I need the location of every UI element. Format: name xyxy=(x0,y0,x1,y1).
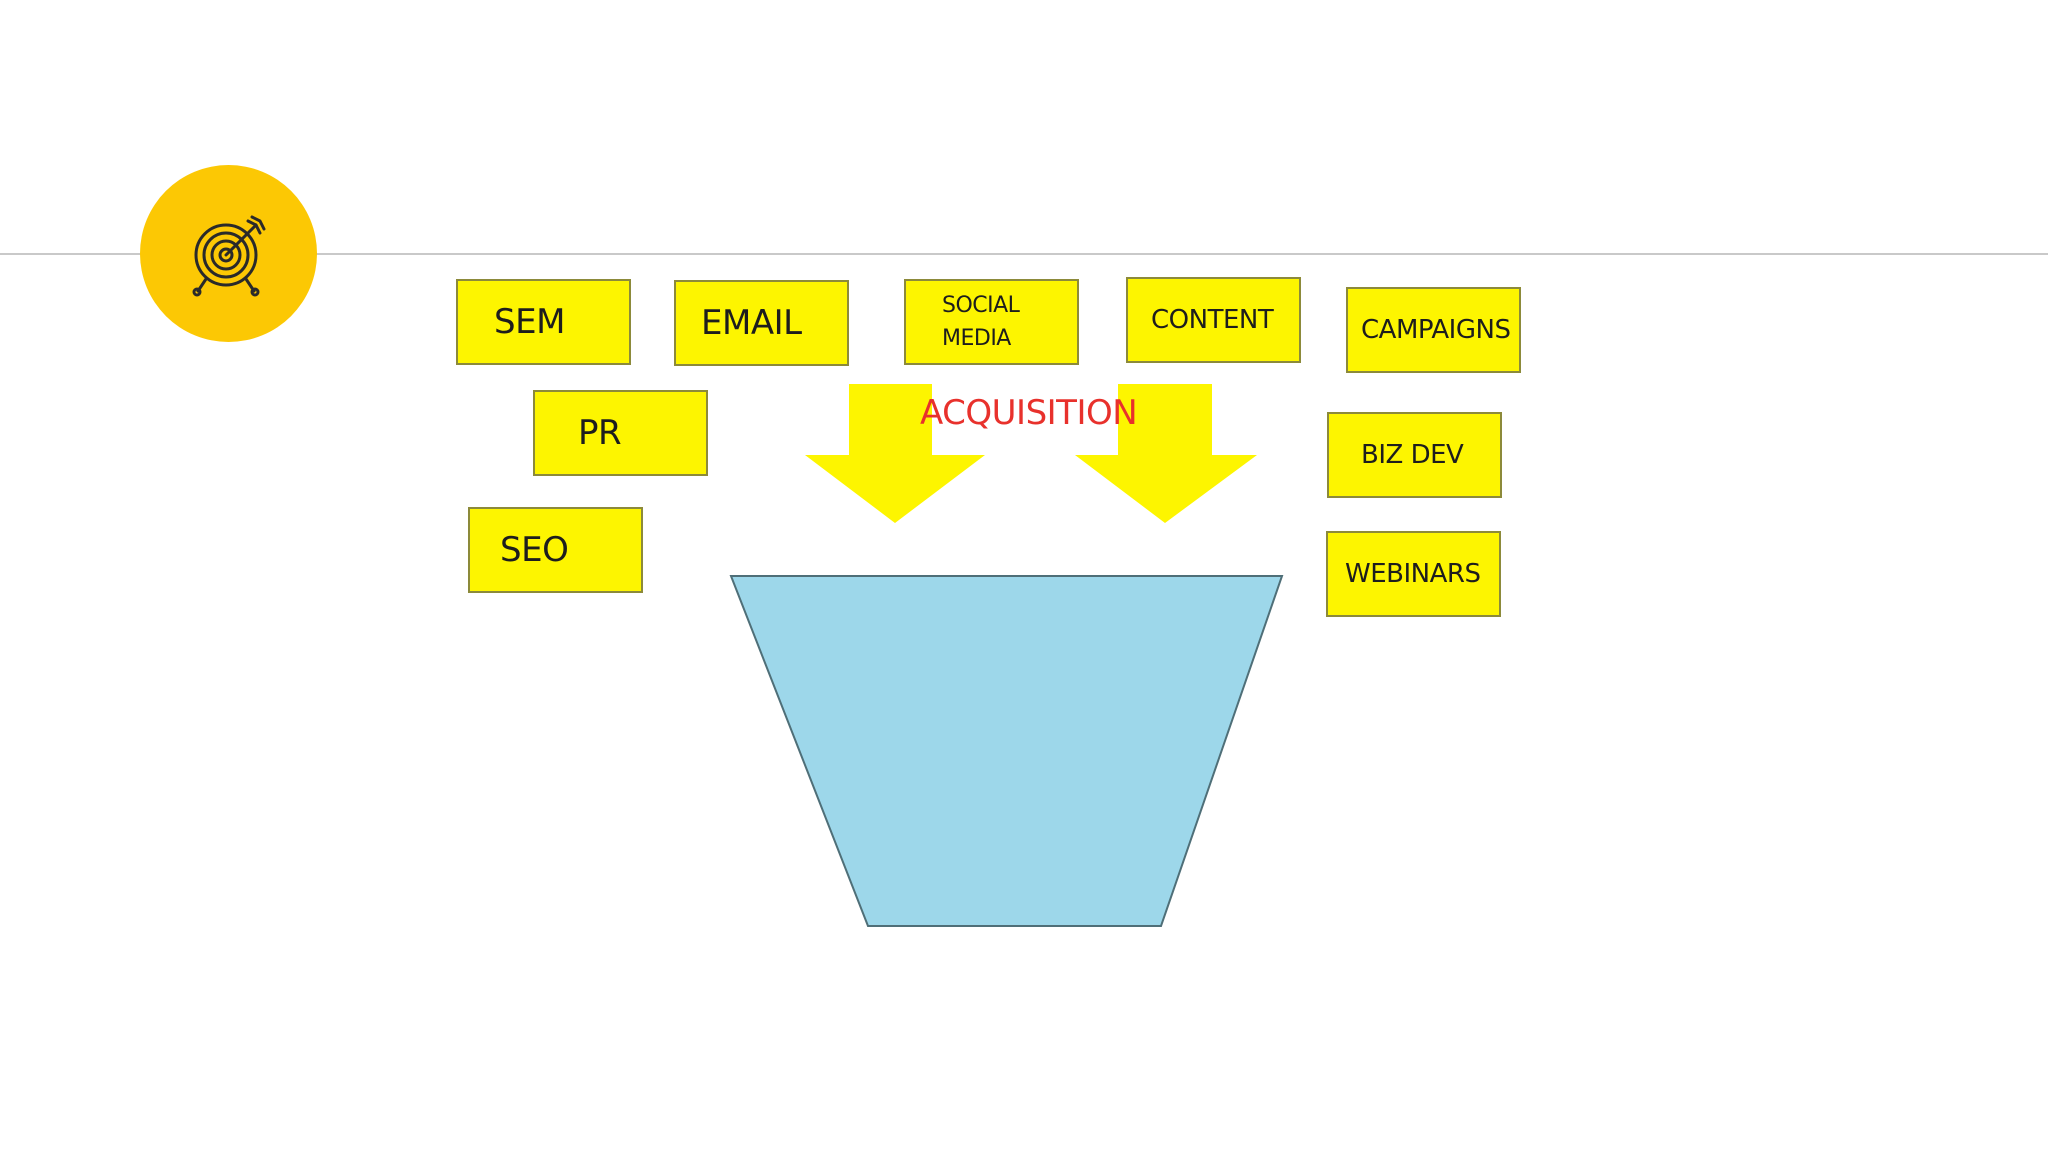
source-box-pr: PR xyxy=(533,390,708,476)
source-label-social-line1: SOCIAL xyxy=(942,293,1020,318)
source-label-sem: SEM xyxy=(494,302,565,342)
source-box-social-media: SOCIAL MEDIA xyxy=(904,279,1079,365)
right-down-arrow xyxy=(1075,384,1257,523)
source-box-email: EMAIL xyxy=(674,280,849,366)
source-label-email: EMAIL xyxy=(701,303,802,343)
source-label-pr: PR xyxy=(578,413,622,453)
source-label-webinars: WEBINARS xyxy=(1345,559,1481,589)
source-label-campaigns: CAMPAIGNS xyxy=(1361,315,1511,345)
source-box-seo: SEO xyxy=(468,507,643,593)
target-icon xyxy=(192,215,265,296)
stage-label-acquisition: ACQUISITION xyxy=(920,393,1138,433)
source-label-social-line2: MEDIA xyxy=(942,326,1011,351)
funnel xyxy=(729,575,1284,927)
source-box-biz-dev: BIZ DEV xyxy=(1327,412,1502,498)
target-icon-badge xyxy=(140,165,317,342)
source-box-sem: SEM xyxy=(456,279,631,365)
source-label-biz-dev: BIZ DEV xyxy=(1361,440,1464,470)
header-divider-line xyxy=(0,253,2048,255)
source-box-webinars: WEBINARS xyxy=(1326,531,1501,617)
source-label-content: CONTENT xyxy=(1151,305,1274,335)
left-down-arrow xyxy=(805,384,985,523)
source-box-content: CONTENT xyxy=(1126,277,1301,363)
source-label-seo: SEO xyxy=(500,530,569,570)
source-box-campaigns: CAMPAIGNS xyxy=(1346,287,1521,373)
